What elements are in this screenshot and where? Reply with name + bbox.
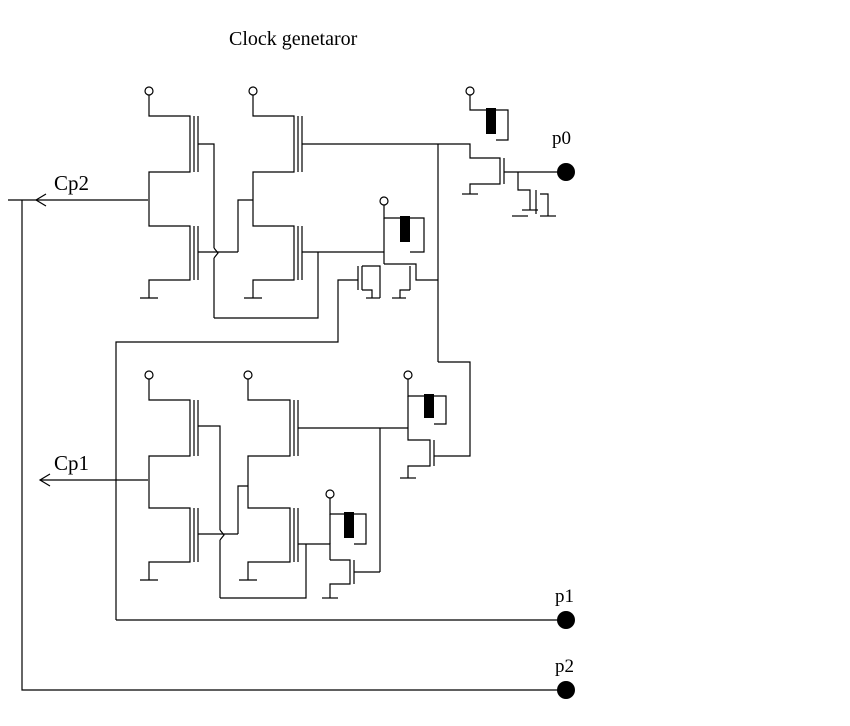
p1-pin <box>557 611 575 629</box>
vdd-terminal <box>243 370 253 380</box>
cp2-label: Cp2 <box>54 171 90 195</box>
top-inverter-chain <box>8 86 575 620</box>
p0-pin <box>557 163 575 181</box>
cp1-label: Cp1 <box>54 451 90 475</box>
vdd-terminal <box>379 196 389 206</box>
p1-label: p1 <box>555 586 574 607</box>
vdd-terminal <box>325 489 335 499</box>
p2-label: p2 <box>555 656 574 677</box>
p2-line <box>21 200 575 699</box>
vdd-terminal <box>144 370 154 380</box>
vdd-terminal <box>465 86 475 96</box>
p0-label: p0 <box>552 128 571 149</box>
vdd-terminal <box>248 86 258 96</box>
bottom-inverter-chain <box>38 370 575 629</box>
p2-pin <box>557 681 575 699</box>
vdd-terminal <box>403 370 413 380</box>
vdd-terminal <box>144 86 154 96</box>
diagram-title: Clock genetaror <box>229 28 358 50</box>
